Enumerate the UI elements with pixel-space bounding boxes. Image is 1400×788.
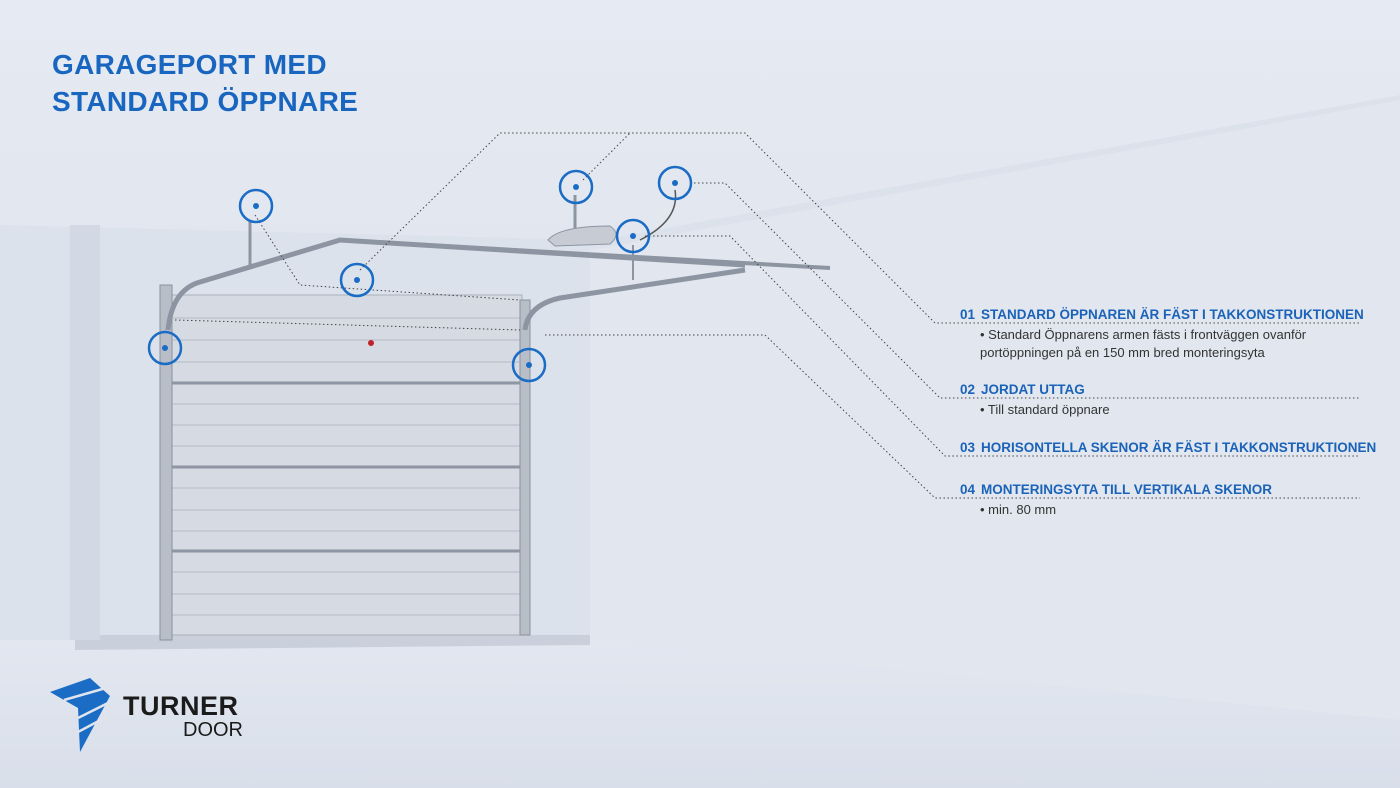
callout-item-03: 03 HORISONTELLA SKENOR ÄR FÄST I TAKKONST… xyxy=(960,440,1376,455)
side-wall xyxy=(590,100,1400,720)
item-heading: JORDAT UTTAG xyxy=(981,382,1085,397)
logo-wordmark: TURNER DOOR xyxy=(123,692,243,740)
item-detail: • Till standard öppnare xyxy=(980,402,1110,417)
item-number: 02 xyxy=(960,382,976,397)
logo-line-1: TURNER xyxy=(123,691,239,721)
item-detail: • Standard Öppnarens armen fästs i front… xyxy=(980,327,1307,360)
threshold xyxy=(75,635,590,650)
logo-line-2: DOOR xyxy=(183,719,243,741)
opener-motor xyxy=(547,225,617,247)
floor xyxy=(0,640,1400,788)
turner-door-logo-icon xyxy=(50,678,111,752)
page-title: GARAGEPORT MED STANDARD ÖPPNARE xyxy=(52,46,358,120)
callout-item-01: 01 STANDARD ÖPPNAREN ÄR FÄST I TAKKONSTRU… xyxy=(960,307,1364,362)
pillar xyxy=(70,225,100,640)
title-line-1: GARAGEPORT MED xyxy=(52,49,327,80)
title-line-2: STANDARD ÖPPNARE xyxy=(52,86,359,117)
garage-door xyxy=(159,284,531,641)
item-heading: HORISONTELLA SKENOR ÄR FÄST I TAKKONSTRU… xyxy=(981,440,1377,455)
item-number: 04 xyxy=(960,482,976,497)
callout-markers xyxy=(147,165,693,383)
callout-item-02: 02 JORDAT UTTAG • Till standard öppnare xyxy=(960,382,1360,419)
leader-lines xyxy=(174,132,1360,499)
item-heading: STANDARD ÖPPNAREN ÄR FÄST I TAKKONSTRUKT… xyxy=(981,307,1364,322)
item-number: 01 xyxy=(960,307,976,322)
rails xyxy=(165,189,831,331)
item-detail: • min. 80 mm xyxy=(980,502,1057,517)
item-heading: MONTERINGSYTA TILL VERTIKALA SKENOR xyxy=(981,482,1273,497)
item-number: 03 xyxy=(960,440,976,455)
callout-item-04: 04 MONTERINGSYTA TILL VERTIKALA SKENOR • … xyxy=(960,482,1360,519)
